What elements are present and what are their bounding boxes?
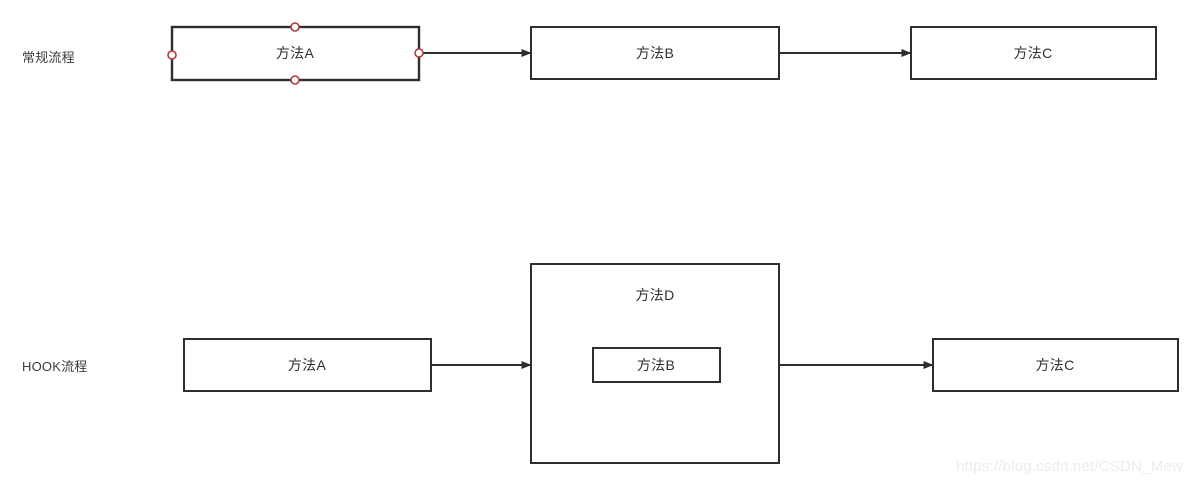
- node-hook-method-a[interactable]: [183, 338, 432, 392]
- node-hook-method-b[interactable]: [592, 347, 721, 383]
- resize-handle-bottom[interactable]: [290, 75, 300, 85]
- resize-handle-left[interactable]: [167, 50, 177, 60]
- row-label-normal-flow: 常规流程: [22, 50, 75, 65]
- resize-handle-top[interactable]: [290, 22, 300, 32]
- node-normal-method-a[interactable]: [170, 25, 421, 82]
- node-normal-method-c[interactable]: [910, 26, 1157, 80]
- resize-handle-right[interactable]: [414, 48, 424, 58]
- row-label-hook-flow: HOOK流程: [22, 359, 88, 374]
- nodes-layer: [170, 25, 1179, 464]
- selection-handles-layer: [167, 22, 424, 85]
- watermark-text: https://blog.csdn.net/CSDN_Mew: [956, 458, 1183, 475]
- node-hook-method-c[interactable]: [932, 338, 1179, 392]
- node-normal-method-b[interactable]: [530, 26, 780, 80]
